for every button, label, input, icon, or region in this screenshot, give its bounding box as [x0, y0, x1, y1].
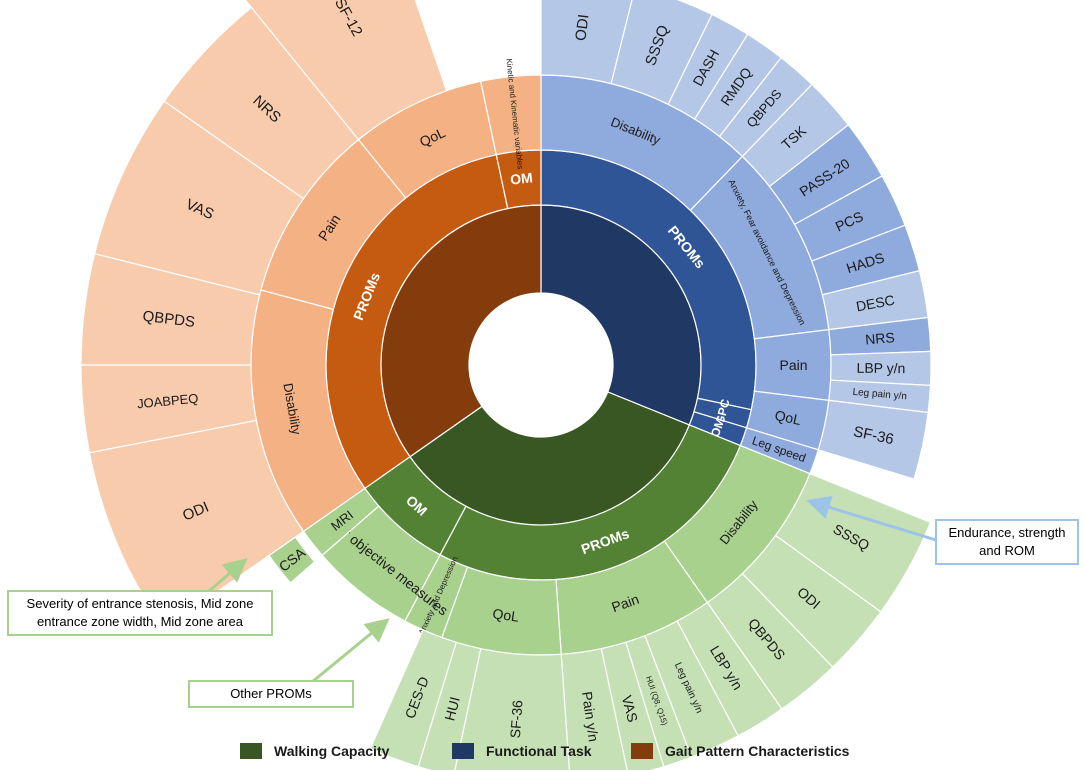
segment-ring4-ces-d — [369, 629, 457, 768]
other-proms-arrow — [311, 618, 390, 684]
segment-label: NRS — [865, 329, 896, 347]
endurance-arrow — [806, 495, 937, 542]
segment-label: VAS — [619, 694, 641, 724]
segment-ring4-sf-12 — [244, 0, 448, 141]
segment-label: Pain y/n — [579, 690, 602, 742]
segment-label: OM — [708, 416, 728, 439]
segment-ring4-sf-36 — [817, 399, 929, 480]
segment-label: DESC — [855, 292, 896, 315]
segment-label: Pain — [779, 357, 807, 373]
legend-label: Gait Pattern Characteristics — [665, 743, 850, 759]
stenosis-callout: Severity of entrance stenosis, Mid zone … — [7, 590, 273, 636]
legend-swatch — [631, 743, 653, 759]
segment-label: QoL — [492, 605, 521, 625]
center-hole — [469, 293, 613, 437]
legend-swatch — [240, 743, 262, 759]
segment-label: ODI — [572, 13, 592, 42]
legend-functional-task: Functional Task — [452, 741, 592, 761]
segment-label: QBPDS — [142, 308, 196, 331]
legend-walking-capacity: Walking Capacity — [240, 741, 389, 761]
segment-label: Leg pain y/n — [852, 387, 907, 403]
segment-label: JOABPEQ — [136, 391, 199, 412]
legend-gait-pattern: Gait Pattern Characteristics — [631, 741, 849, 761]
legend-label: Walking Capacity — [274, 743, 390, 759]
legend-swatch — [452, 743, 474, 759]
sunburst-segments: PROMsGPCOMPROMsOMPROMsOMDisabilityAnxiet… — [80, 0, 932, 770]
segment-label: LBP y/n — [857, 360, 906, 376]
segment-label: HUI — [441, 695, 463, 722]
endurance-callout: Endurance, strength and ROM — [935, 519, 1079, 565]
segment-label: OM — [509, 169, 533, 187]
segment-label: QoL — [773, 407, 802, 428]
other-proms-callout: Other PROMs — [188, 680, 354, 708]
legend-label: Functional Task — [486, 743, 592, 759]
segment-ring3-kinetic-and-kinematic-variables — [479, 74, 542, 156]
segment-label: SF-36 — [507, 699, 526, 738]
